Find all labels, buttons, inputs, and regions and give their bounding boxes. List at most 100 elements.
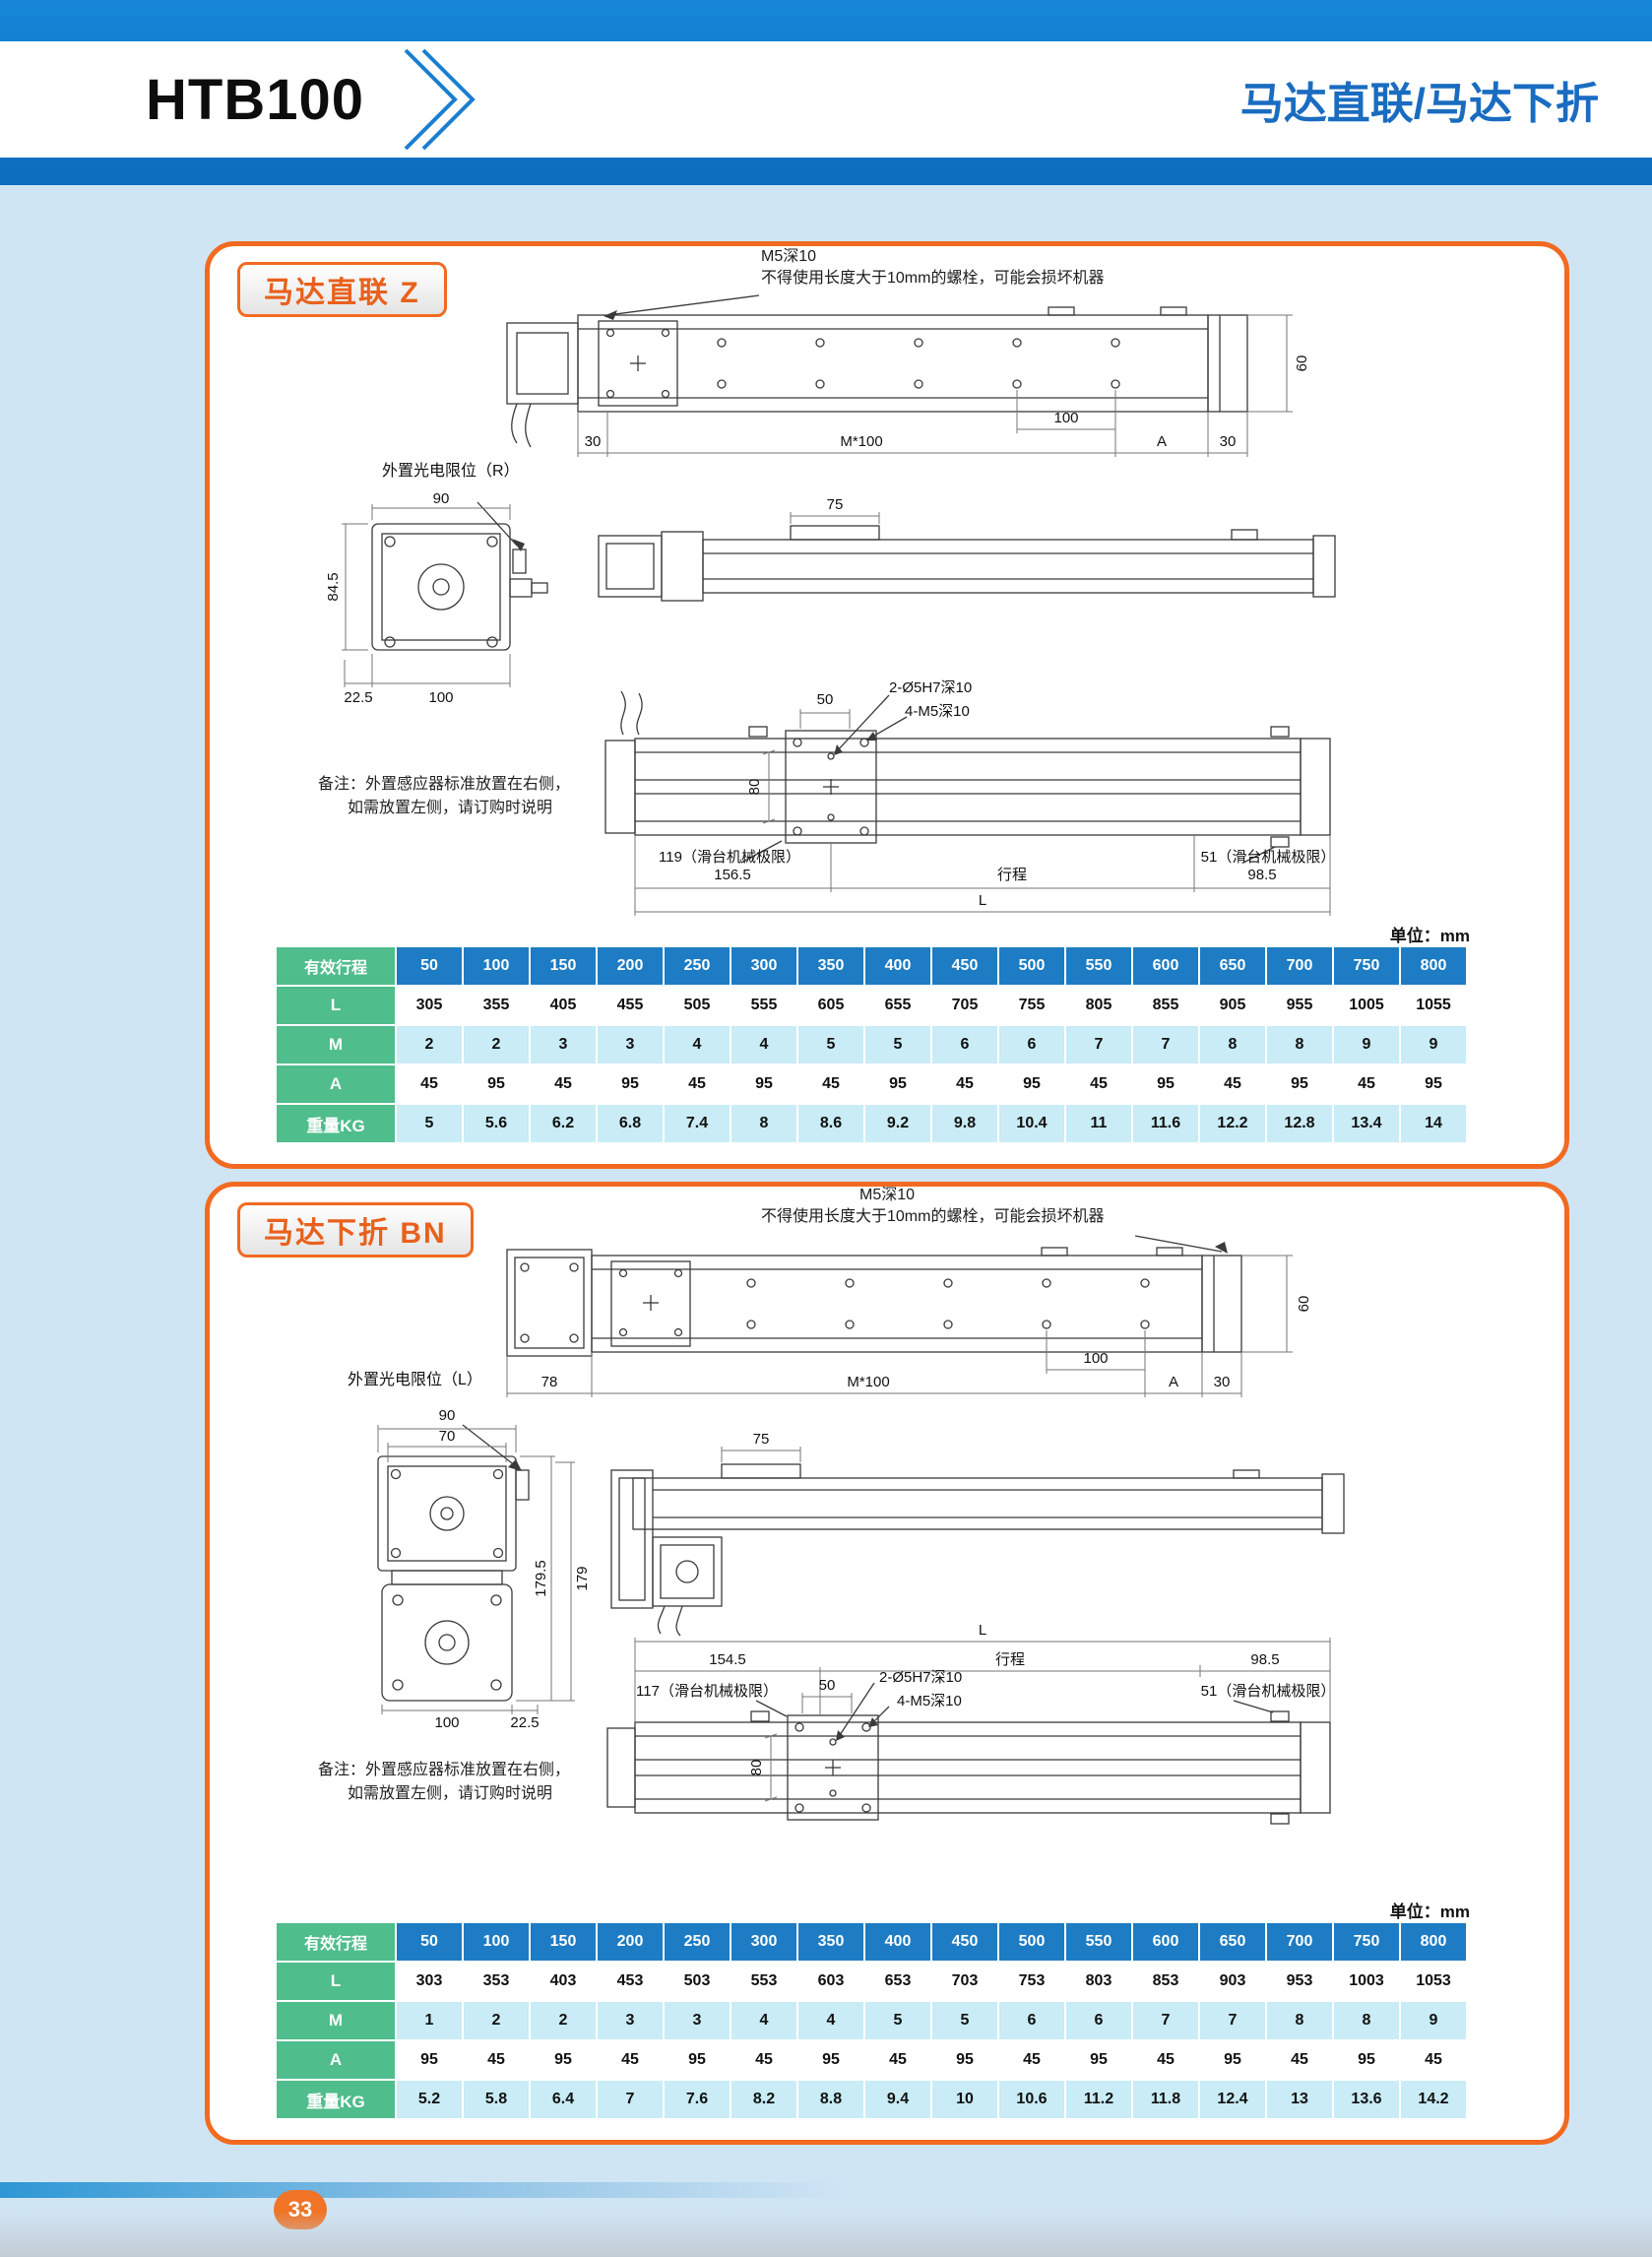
table-cell: 45 [1401,2041,1466,2079]
table-cell: 10.4 [999,1105,1064,1142]
table-cell: 45 [865,2041,930,2079]
table-cell: 13.4 [1334,1105,1399,1142]
table-cell: 1003 [1334,1963,1399,2000]
table-cell: 11.6 [1133,1105,1198,1142]
dim-end-offset-right: 30 [1213,1374,1231,1390]
stroke-column-header: 250 [665,947,730,985]
table-cell: 9 [1401,1026,1466,1064]
table-cell: 95 [1334,2041,1399,2079]
stroke-column-header: 500 [999,1923,1064,1961]
dim-offset-22-5: 22.5 [344,689,373,706]
table-cell: 8 [1267,1026,1332,1064]
dim-motor-width: 90 [438,1407,456,1424]
table-cell: 6 [999,2002,1064,2039]
row-label: A [277,2041,395,2079]
table-cell: 9.4 [865,2081,930,2118]
stroke-column-header: 350 [798,947,863,985]
table-cell: 2 [397,1026,462,1064]
stroke-column-header: 150 [531,1923,596,1961]
plan-view-drawing [604,690,1331,916]
table-cell: 5 [865,1026,930,1064]
mech-limit-right-label: 51（滑台机械极限） [1200,849,1336,866]
table-cell: 11 [1066,1105,1131,1142]
stroke-column-header: 400 [865,1923,930,1961]
stroke-column-header: 650 [1200,947,1265,985]
mech-limit-left-label: 117（滑台机械极限） [636,1683,778,1700]
table-cell: 3 [598,1026,663,1064]
top-view-drawing [506,294,1293,457]
table-cell: 11.8 [1133,2081,1198,2118]
table-cell: 403 [531,1963,596,2000]
dim-total-height-179-5: 179.5 [533,1560,549,1597]
stroke-column-header: 650 [1200,1923,1265,1961]
table-cell: 45 [1133,2041,1198,2079]
stroke-column-header: 750 [1334,1923,1399,1961]
row-label: A [277,1065,395,1103]
table-cell: 7 [1066,1026,1131,1064]
table-cell: 14 [1401,1105,1466,1142]
table-cell: 95 [1401,1065,1466,1103]
stroke-label: 行程 [996,867,1028,883]
remark-line2: 如需放置左侧，请订购时说明 [348,800,553,816]
table-cell: 13.6 [1334,2081,1399,2118]
table-cell: 45 [665,1065,730,1103]
table-cell: 45 [531,1065,596,1103]
table-cell: 45 [397,1065,462,1103]
table-cell: 3 [665,2002,730,2039]
dim-a: A [1156,433,1168,450]
table-cell: 8.2 [731,2081,796,2118]
plan-view-drawing [606,1638,1331,1825]
table-cell: 95 [1066,2041,1131,2079]
screw-holes-label: 4-M5深10 [905,703,970,720]
page-header: HTB100 马达直联/马达下折 [0,0,1652,185]
table-cell: 9.8 [932,1105,997,1142]
bolt-note-line1: M5深10 [859,1187,916,1203]
table-cell: 12.2 [1200,1105,1265,1142]
table-cell: 95 [1133,1065,1198,1103]
stroke-column-header: 700 [1267,1923,1332,1961]
table-cell: 9 [1334,1026,1399,1064]
stroke-column-header: 300 [731,1923,796,1961]
table-cell: 8 [1200,1026,1265,1064]
table-cell: 45 [999,2041,1064,2079]
stroke-column-header: 600 [1133,1923,1198,1961]
stroke-column-header: 350 [798,1923,863,1961]
stroke-column-header: 450 [932,947,997,985]
dim-hole-pitch: 100 [1053,410,1079,426]
table-cell: 953 [1267,1963,1332,2000]
table-cell: 705 [932,987,997,1024]
limit-switch-label: 外置光电限位（R） [382,463,520,480]
table-cell: 95 [665,2041,730,2079]
section-motor-direct-z: 马达直联 Z M5深10 不得使用长度大于10mm的螺栓，可能会损坏机器 [205,241,1569,1169]
table-cell: 95 [731,1065,796,1103]
table-cell: 555 [731,987,796,1024]
header-band: HTB100 马达直联/马达下折 [0,41,1652,158]
table-cell: 605 [798,987,863,1024]
stroke-column-header: 250 [665,1923,730,1961]
dim-a: A [1168,1374,1179,1390]
table-cell: 2 [531,2002,596,2039]
table-cell: 805 [1066,987,1131,1024]
table-cell: 453 [598,1963,663,2000]
table-cell: 905 [1200,987,1265,1024]
dim-hole-pattern: M*100 [840,433,883,450]
side-view-drawing [610,1447,1345,1637]
table-cell: 455 [598,987,663,1024]
stroke-column-header: 800 [1401,1923,1466,1961]
table-cell: 5 [798,1026,863,1064]
dim-dowel-pitch: 50 [816,691,834,708]
dim-dowel-pitch: 50 [818,1677,836,1694]
dim-motor-width: 90 [432,490,450,507]
table-cell: 6.8 [598,1105,663,1142]
side-view-drawing [598,512,1336,602]
table-cell: 95 [464,1065,529,1103]
table-cell: 95 [798,2041,863,2079]
row-label: 重量KG [277,1105,395,1142]
table-cell: 1053 [1401,1963,1466,2000]
dowel-holes-label: 2-Ø5H7深10 [879,1669,963,1686]
row-label: L [277,1963,395,2000]
motor-end-view-drawing [377,1424,575,1714]
table-cell: 655 [865,987,930,1024]
table-cell: 95 [531,2041,596,2079]
